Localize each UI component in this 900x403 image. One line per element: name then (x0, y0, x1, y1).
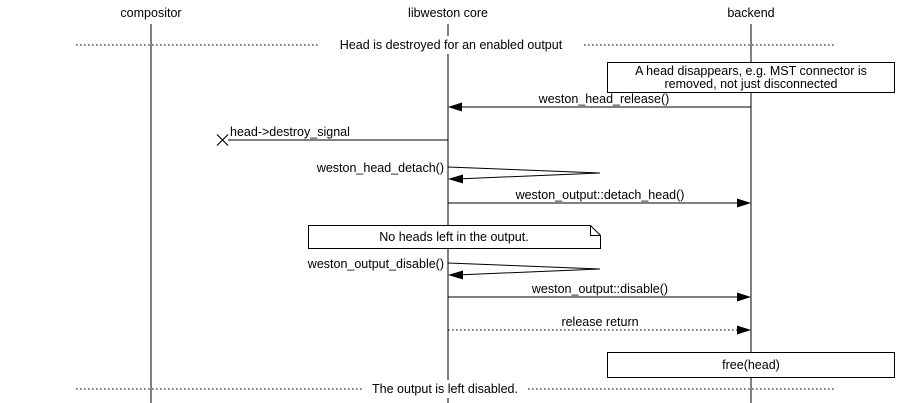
message-weston-output-disable-call-loop (447, 262, 601, 276)
note-head-disappears-box (607, 62, 895, 93)
note-free-head: free(head) (607, 352, 895, 378)
message-weston-head-release-arrowhead (448, 102, 462, 112)
divider-bottom-label-backdrop (363, 380, 527, 398)
divider-top: Head is destroyed for an enabled output (76, 36, 835, 54)
message-weston-head-detach-arrowhead (448, 174, 463, 184)
message-weston-output-disable-call-label: weston_output_disable() (307, 257, 444, 271)
message-weston-head-detach-label: weston_head_detach() (316, 161, 444, 175)
message-weston-output-detach-head[interactable]: weston_output::detach_head() (448, 188, 751, 208)
message-weston-head-detach[interactable]: weston_head_detach() (316, 161, 601, 184)
message-weston-output-disable-call-arrowhead (448, 270, 463, 280)
message-weston-head-detach-loop (447, 166, 601, 180)
message-head-destroy-signal-label: head->destroy_signal (230, 125, 350, 139)
message-head-destroy-signal[interactable]: head->destroy_signal (216, 125, 448, 146)
note-no-heads-left: No heads left in the output. (308, 225, 601, 249)
note-free-head-box (607, 352, 895, 378)
participant-label-backend: backend (727, 6, 774, 20)
note-no-heads-left-line-1: No heads left in the output. (379, 230, 528, 244)
message-weston-output-disable-arrowhead (737, 292, 751, 302)
participant-compositor[interactable]: compositor (120, 6, 182, 403)
message-release-return[interactable]: release return (448, 315, 751, 335)
message-release-return-arrowhead (737, 325, 751, 335)
divider-top-label: Head is destroyed for an enabled output (340, 38, 563, 52)
note-free-head-line-1: free(head) (722, 358, 780, 372)
participant-label-libweston-core: libweston core (408, 6, 488, 20)
note-head-disappears-line-2: removed, not just disconnected (664, 77, 837, 91)
divider-bottom: The output is left disabled. (76, 380, 835, 398)
participant-libweston-core[interactable]: libweston core (408, 6, 488, 403)
message-weston-output-detach-head-label: weston_output::detach_head() (515, 188, 685, 202)
participant-label-compositor: compositor (120, 6, 181, 20)
message-weston-output-disable[interactable]: weston_output::disable() (448, 282, 751, 302)
message-head-destroy-signal-lost-x-icon (216, 134, 229, 146)
note-no-heads-left-box (308, 225, 601, 249)
note-head-disappears-line-1: A head disappears, e.g. MST connector is (635, 64, 867, 78)
message-weston-output-disable-call[interactable]: weston_output_disable() (307, 257, 601, 280)
message-weston-output-detach-head-arrowhead (737, 198, 751, 208)
divider-bottom-label: The output is left disabled. (372, 382, 518, 396)
message-release-return-label: release return (561, 315, 638, 329)
note-head-disappears: A head disappears, e.g. MST connector is… (607, 62, 895, 93)
divider-top-label-backdrop (320, 36, 582, 54)
message-weston-output-disable-label: weston_output::disable() (531, 282, 668, 296)
message-weston-head-release-label: weston_head_release() (538, 92, 670, 106)
message-weston-head-release[interactable]: weston_head_release() (448, 92, 751, 112)
note-no-heads-left-dogear-icon (590, 225, 601, 236)
